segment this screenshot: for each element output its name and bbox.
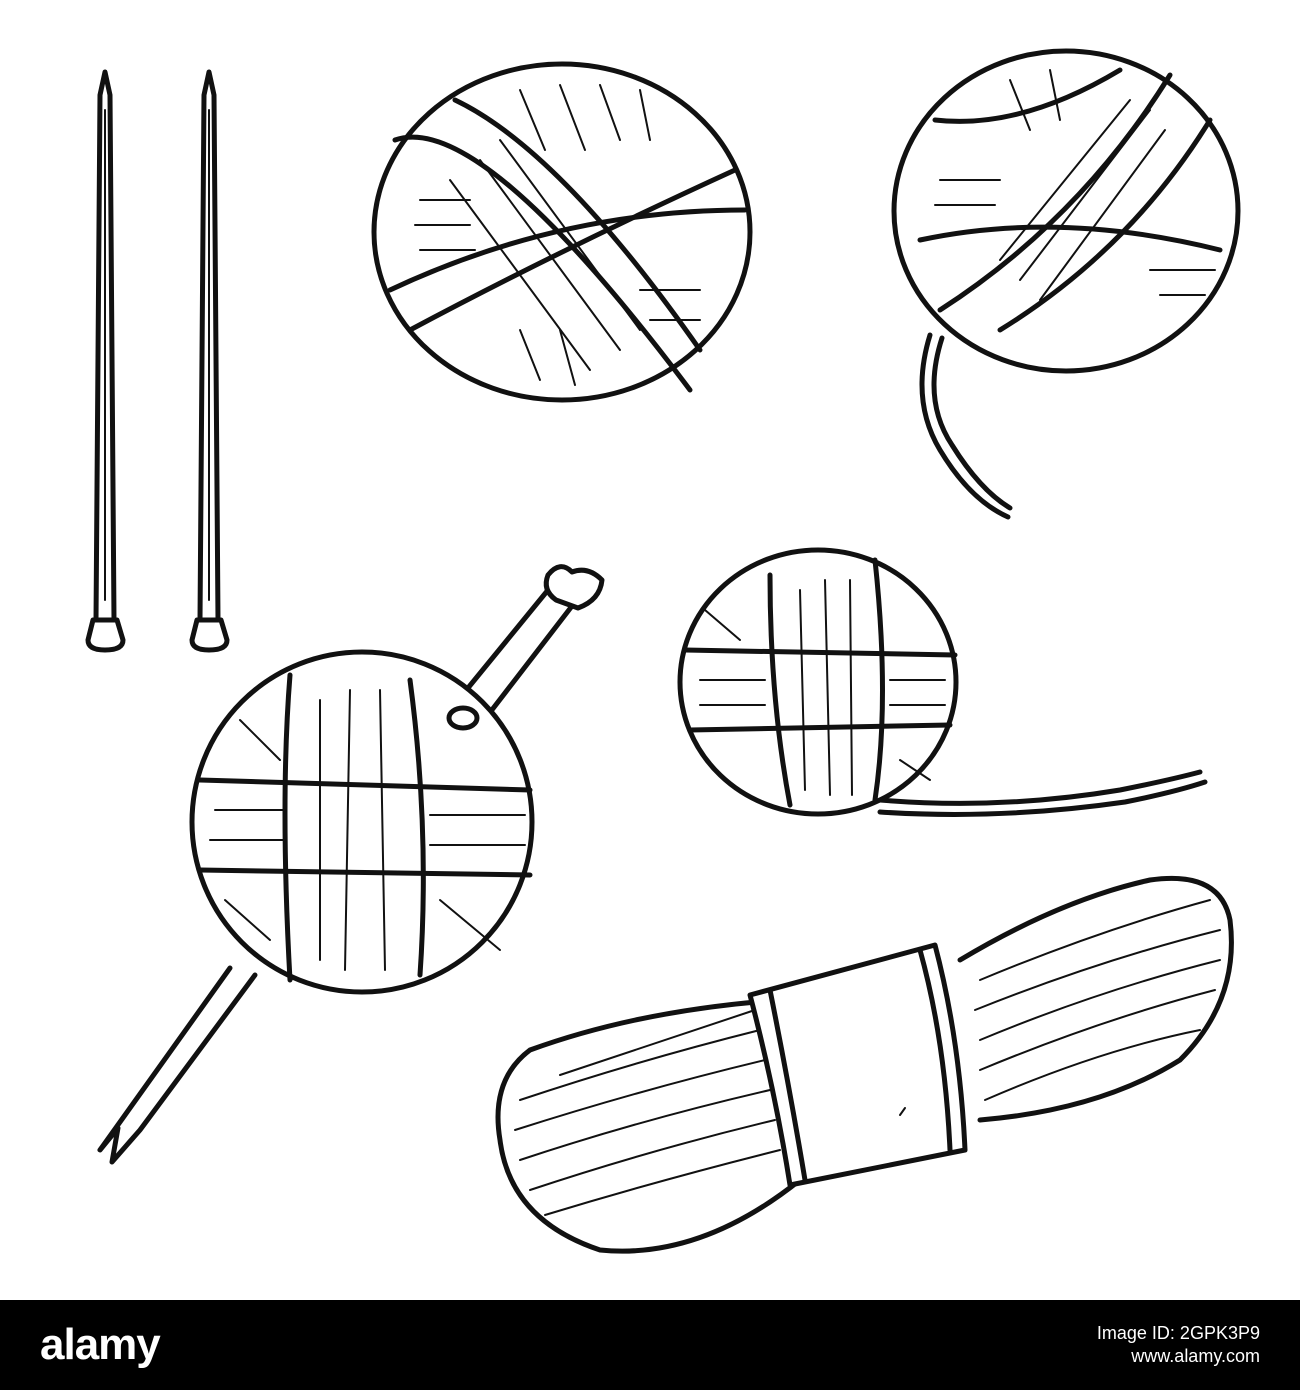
inserted-knitting-needle-icon (97, 564, 605, 1165)
site-url-label: www.alamy.com (1131, 1346, 1260, 1366)
small-yarn-ball-with-strand-icon (677, 547, 1208, 817)
knitting-needles-icon (85, 69, 230, 653)
knitting-needle-right-icon (189, 69, 230, 653)
yarn-skein-icon (495, 875, 1234, 1254)
watermark-footer-bar: alamy Image ID: 2GPK3P9 www.alamy.com (0, 1300, 1300, 1390)
footer-info: Image ID: 2GPK3P9 www.alamy.com (1097, 1322, 1260, 1369)
alamy-logo: alamy (40, 1320, 161, 1369)
knitting-supplies-illustration (85, 48, 1241, 1254)
yarn-ball-icon (371, 61, 753, 403)
image-id-label: Image ID: 2GPK3P9 (1096, 1322, 1260, 1343)
yarn-ball-with-needle-icon (97, 564, 605, 1165)
yarn-ball-with-strand-icon (891, 48, 1241, 520)
knitting-needle-left-icon (85, 69, 126, 653)
